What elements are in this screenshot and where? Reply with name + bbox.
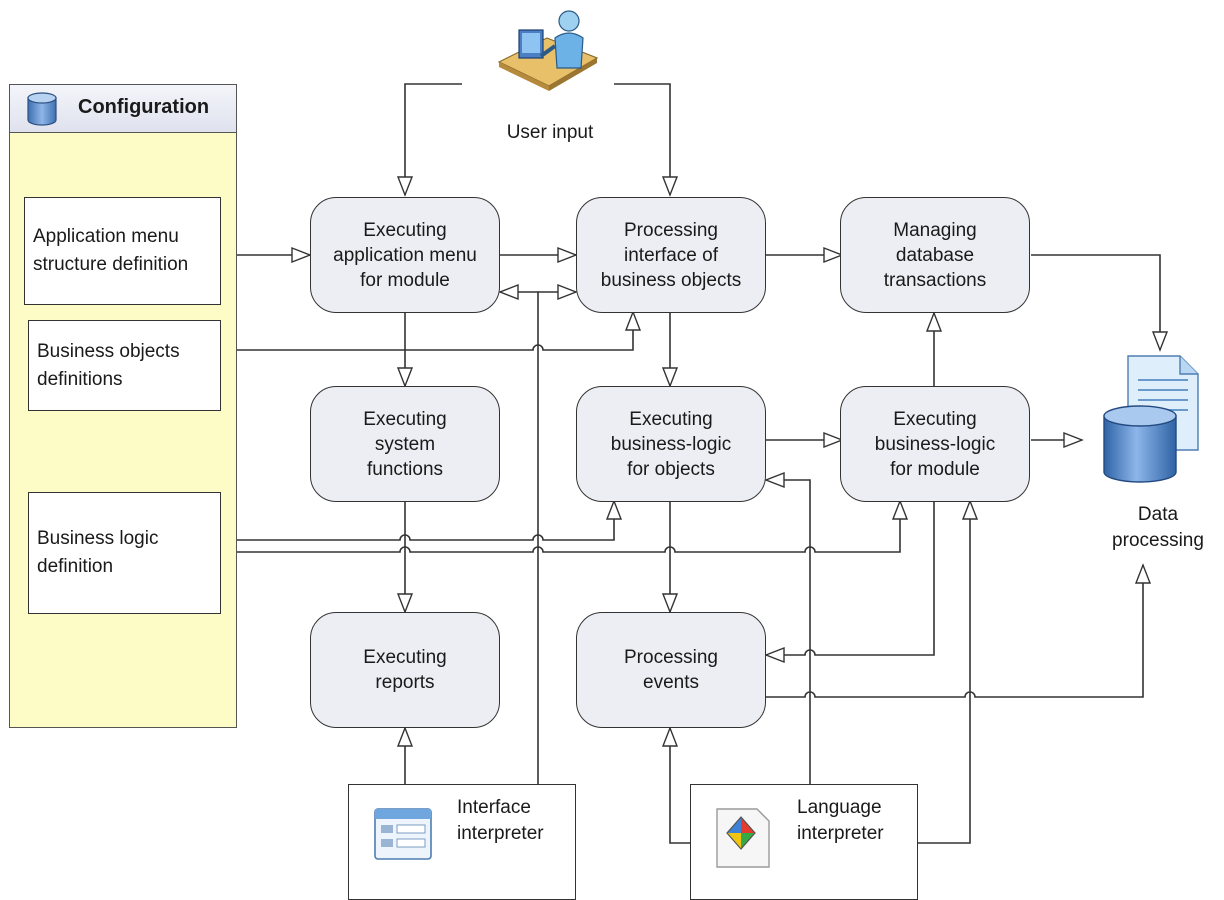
events-to-data-connector (766, 563, 1152, 698)
business-logic-definition: Business logic definition (28, 492, 221, 614)
language-interp-to-logic-module-connector (918, 499, 979, 844)
user-to-menu-connector (396, 83, 462, 197)
process-executing-application-menu: Executing application menu for module (310, 197, 500, 313)
language-interp-to-events-connector (661, 726, 690, 844)
menu-structure-definition: Application menu structure definition (24, 197, 221, 305)
db-to-data-connector (1031, 254, 1169, 352)
process-business-logic-for-objects: Executing business-logic for objects (576, 386, 766, 502)
user-to-interface-connector (614, 83, 679, 197)
process-executing-system-functions: Executing system functions (310, 386, 500, 502)
logic-def-to-module-connector (237, 499, 909, 553)
interface-interpreter-label: Interface interpreter (457, 797, 544, 844)
language-interpreter: Language interpreter (690, 784, 918, 900)
colored-diamond-icon (716, 808, 770, 868)
language-interp-to-logic-objects-connector (764, 471, 811, 784)
logic-module-to-events-connector (764, 501, 935, 664)
process-business-logic-for-module: Executing business-logic for module (840, 386, 1030, 502)
interface-interp-to-menu-connector (498, 283, 539, 784)
business-objects-definitions: Business objects definitions (28, 320, 221, 411)
user-input-label: User input (506, 122, 594, 143)
configuration-header: Configuration (10, 85, 236, 133)
process-processing-events: Processing events (576, 612, 766, 728)
form-window-icon (374, 808, 432, 860)
interface-interpreter: Interface interpreter (348, 784, 576, 900)
configuration-title: Configuration (78, 96, 210, 118)
user-at-computer-icon (497, 10, 599, 91)
database-document-icon (1103, 355, 1199, 483)
logic-def-to-objects-connector (237, 499, 623, 541)
language-interpreter-label: Language interpreter (797, 797, 884, 844)
process-database-transactions: Managing database transactions (840, 197, 1030, 313)
data-processing-label: Data processing (1112, 504, 1204, 551)
process-executing-reports: Executing reports (310, 612, 500, 728)
objects-def-connector (237, 310, 642, 351)
process-interface-of-business-objects: Processing interface of business objects (576, 197, 766, 313)
database-icon (27, 92, 57, 126)
